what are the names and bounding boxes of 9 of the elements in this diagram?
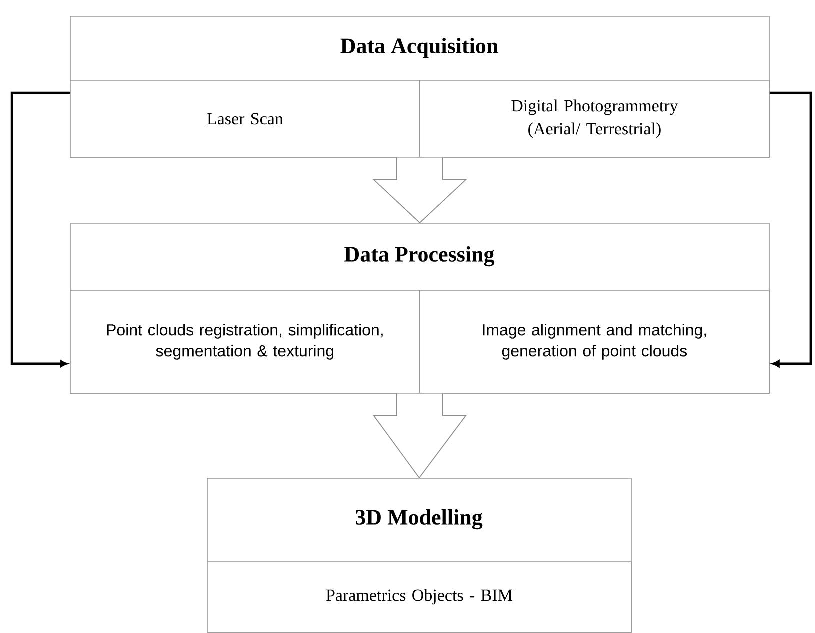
- text-cell: Laser Scan: [70, 80, 420, 158]
- block-arrow: [373, 393, 467, 479]
- text-cell: Point clouds registration, simplification, segmentation & texturing: [70, 290, 420, 394]
- text-cell: Parametrics Objects - BIM: [207, 561, 632, 633]
- text-cell: Image alignment and matching, generation of point clouds: [420, 290, 770, 394]
- text-cell: Digital Photogrammetry (Aerial/ Terrestrial): [420, 80, 770, 158]
- arrow: [10, 92, 70, 368]
- block-arrow: [372, 157, 468, 224]
- arrow: [770, 92, 812, 368]
